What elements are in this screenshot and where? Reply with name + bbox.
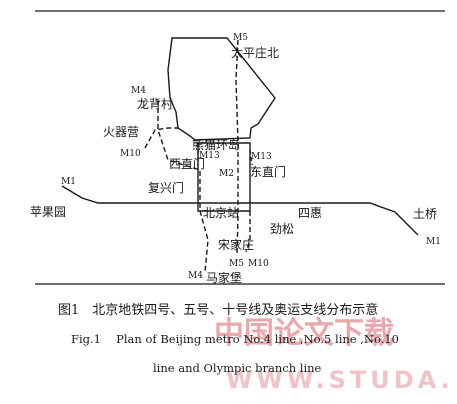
station-beijing-station: 北京站 xyxy=(203,206,239,220)
station-pingguoyuan: 苹果园 xyxy=(30,205,66,219)
metro-lines xyxy=(61,37,419,273)
watermark-url: WWW.STUDA. xyxy=(226,366,454,394)
station-xizhimen: 西直门 xyxy=(169,156,205,171)
line-label-m13-right: M13 xyxy=(251,152,272,162)
line-label-m10-left: M10 xyxy=(120,149,141,159)
station-labels: 太平庄北 龙背村 火器营 熊猫环岛 西直门 东直门 复兴门 苹果园 北京站 四惠… xyxy=(30,45,437,285)
station-taipingzhuang-north: 太平庄北 xyxy=(231,45,279,60)
line-m1 xyxy=(61,185,419,236)
station-jinsong: 劲松 xyxy=(270,222,294,236)
caption-chinese: 图1 北京地铁四号、五号、十号线及奥运支线分布示意 xyxy=(58,302,378,318)
line-label-m1-right: M1 xyxy=(426,237,441,247)
caption-english-line2: line and Olympic branch line xyxy=(153,361,322,375)
line-labels: M5 M4 M10 M13 M13 M2 M1 M1 M5 M10 M4 xyxy=(61,33,441,281)
line-label-m4-bottom: M4 xyxy=(188,271,203,281)
station-songjiazhuang: 宋家庄 xyxy=(218,237,254,252)
line-m10-south xyxy=(245,211,251,253)
line-label-m2: M2 xyxy=(219,169,234,179)
line-label-m1-left: M1 xyxy=(61,177,76,187)
station-huoqiying: 火器营 xyxy=(103,125,139,139)
station-longbeicun: 龙背村 xyxy=(137,97,173,111)
station-dongzhimen: 东直门 xyxy=(250,164,286,179)
line-label-m5-top: M5 xyxy=(233,33,248,43)
line-m10-left xyxy=(144,127,178,149)
line-m13 xyxy=(197,149,253,166)
line-label-m13-left: M13 xyxy=(199,151,220,161)
watermark: 中国论文下载 WWW.STUDA. xyxy=(214,316,454,394)
station-tuqiao: 土桥 xyxy=(413,207,437,221)
watermark-chinese: 中国论文下载 xyxy=(214,316,394,351)
caption-english-line1: Fig.1 Plan of Beijing metro No.4 line ,N… xyxy=(71,332,399,346)
line-label-m4-top: M4 xyxy=(131,86,146,96)
station-sihui: 四惠 xyxy=(298,206,322,220)
line-label-m5-bottom: M5 xyxy=(229,259,244,269)
station-majiapu: 马家堡 xyxy=(206,270,242,285)
station-xonglao-loop: 熊猫环岛 xyxy=(192,137,240,152)
line-label-m10-bottom: M10 xyxy=(248,259,269,269)
figure-caption: 图1 北京地铁四号、五号、十号线及奥运支线分布示意 Fig.1 Plan of … xyxy=(58,302,399,375)
line-m4-north xyxy=(167,37,276,141)
station-fuxingmen: 复兴门 xyxy=(148,180,184,195)
figure-frame xyxy=(35,10,445,285)
line-m5 xyxy=(235,39,239,257)
